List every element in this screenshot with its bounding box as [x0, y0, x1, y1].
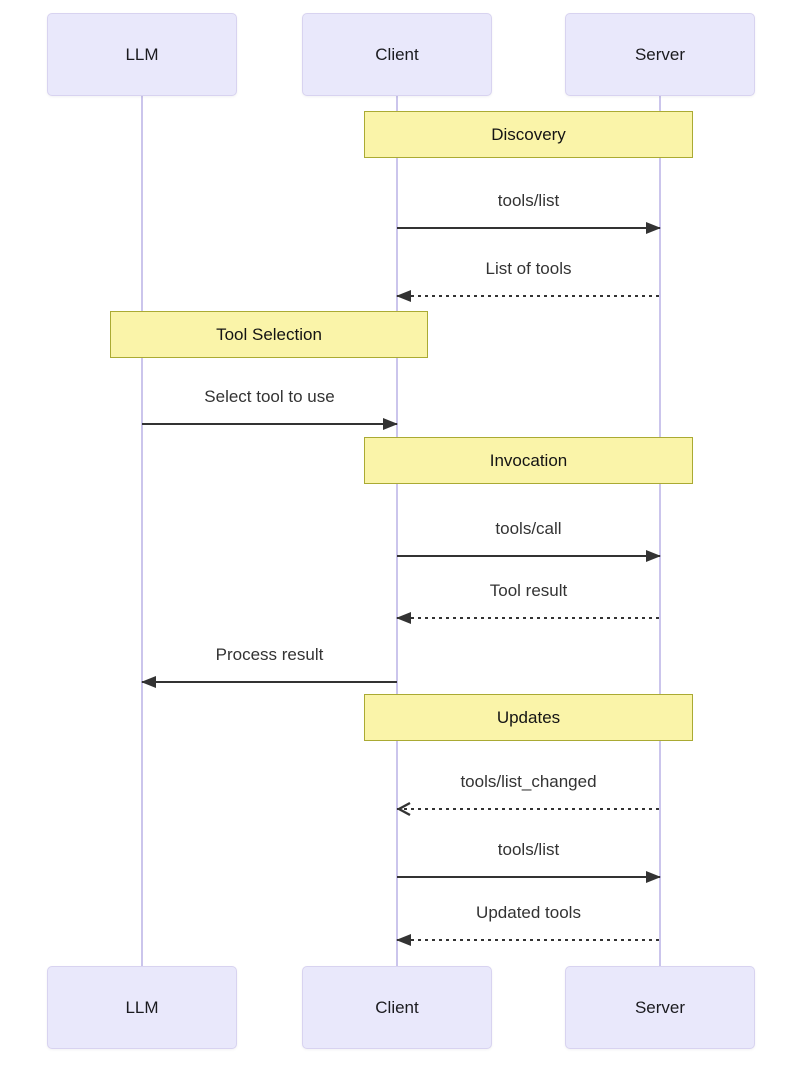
actor-label: Server: [634, 44, 686, 64]
arrowhead-right-icon: [646, 550, 661, 562]
arrowhead-left-icon: [141, 676, 156, 688]
actor-server-top: Server: [565, 13, 755, 96]
message-label: Select tool to use: [204, 387, 335, 406]
arrow-line: [142, 423, 397, 425]
actor-label: Client: [375, 997, 419, 1017]
lifeline-server: [659, 96, 661, 966]
actor-client-top: Client: [302, 13, 492, 96]
message-label: tools/list: [497, 191, 560, 210]
actor-llm-top: LLM: [47, 13, 237, 96]
arrow-line: [142, 681, 397, 683]
actor-llm-bottom: LLM: [47, 966, 237, 1049]
arrow-line: [397, 939, 660, 941]
arrow-line: [397, 808, 660, 810]
note-discovery: Discovery: [364, 111, 693, 158]
note-label: Tool Selection: [216, 324, 322, 344]
note-invocation: Invocation: [364, 437, 693, 484]
lifeline-client: [396, 96, 398, 966]
arrow-line: [397, 617, 660, 619]
actor-label: Server: [634, 997, 686, 1017]
actor-label: LLM: [125, 44, 159, 64]
message-label: Process result: [215, 645, 324, 664]
arrowhead-right-icon: [646, 222, 661, 234]
message-label: tools/list: [497, 840, 560, 859]
arrow-line: [397, 295, 660, 297]
arrowhead-left-icon: [396, 290, 411, 302]
arrowhead-right-icon: [383, 418, 398, 430]
lifeline-llm: [141, 96, 143, 966]
message-label: tools/call: [495, 519, 562, 538]
arrowhead-left-icon: [396, 612, 411, 624]
actor-label: LLM: [125, 997, 159, 1017]
arrow-line: [397, 876, 660, 878]
note-label: Invocation: [489, 450, 568, 470]
arrowhead-open-left-icon: [396, 801, 411, 817]
arrowhead-left-icon: [396, 934, 411, 946]
message-label: Tool result: [489, 581, 568, 600]
note-label: Discovery: [491, 124, 566, 144]
actor-server-bottom: Server: [565, 966, 755, 1049]
arrow-line: [397, 227, 660, 229]
note-tool-selection: Tool Selection: [110, 311, 428, 358]
message-label: Updated tools: [476, 903, 581, 922]
note-updates: Updates: [364, 694, 693, 741]
arrow-line: [397, 555, 660, 557]
arrowhead-right-icon: [646, 871, 661, 883]
message-label: List of tools: [485, 259, 572, 278]
message-label: tools/list_changed: [460, 772, 597, 791]
actor-label: Client: [375, 44, 419, 64]
note-label: Updates: [496, 707, 561, 727]
actor-client-bottom: Client: [302, 966, 492, 1049]
